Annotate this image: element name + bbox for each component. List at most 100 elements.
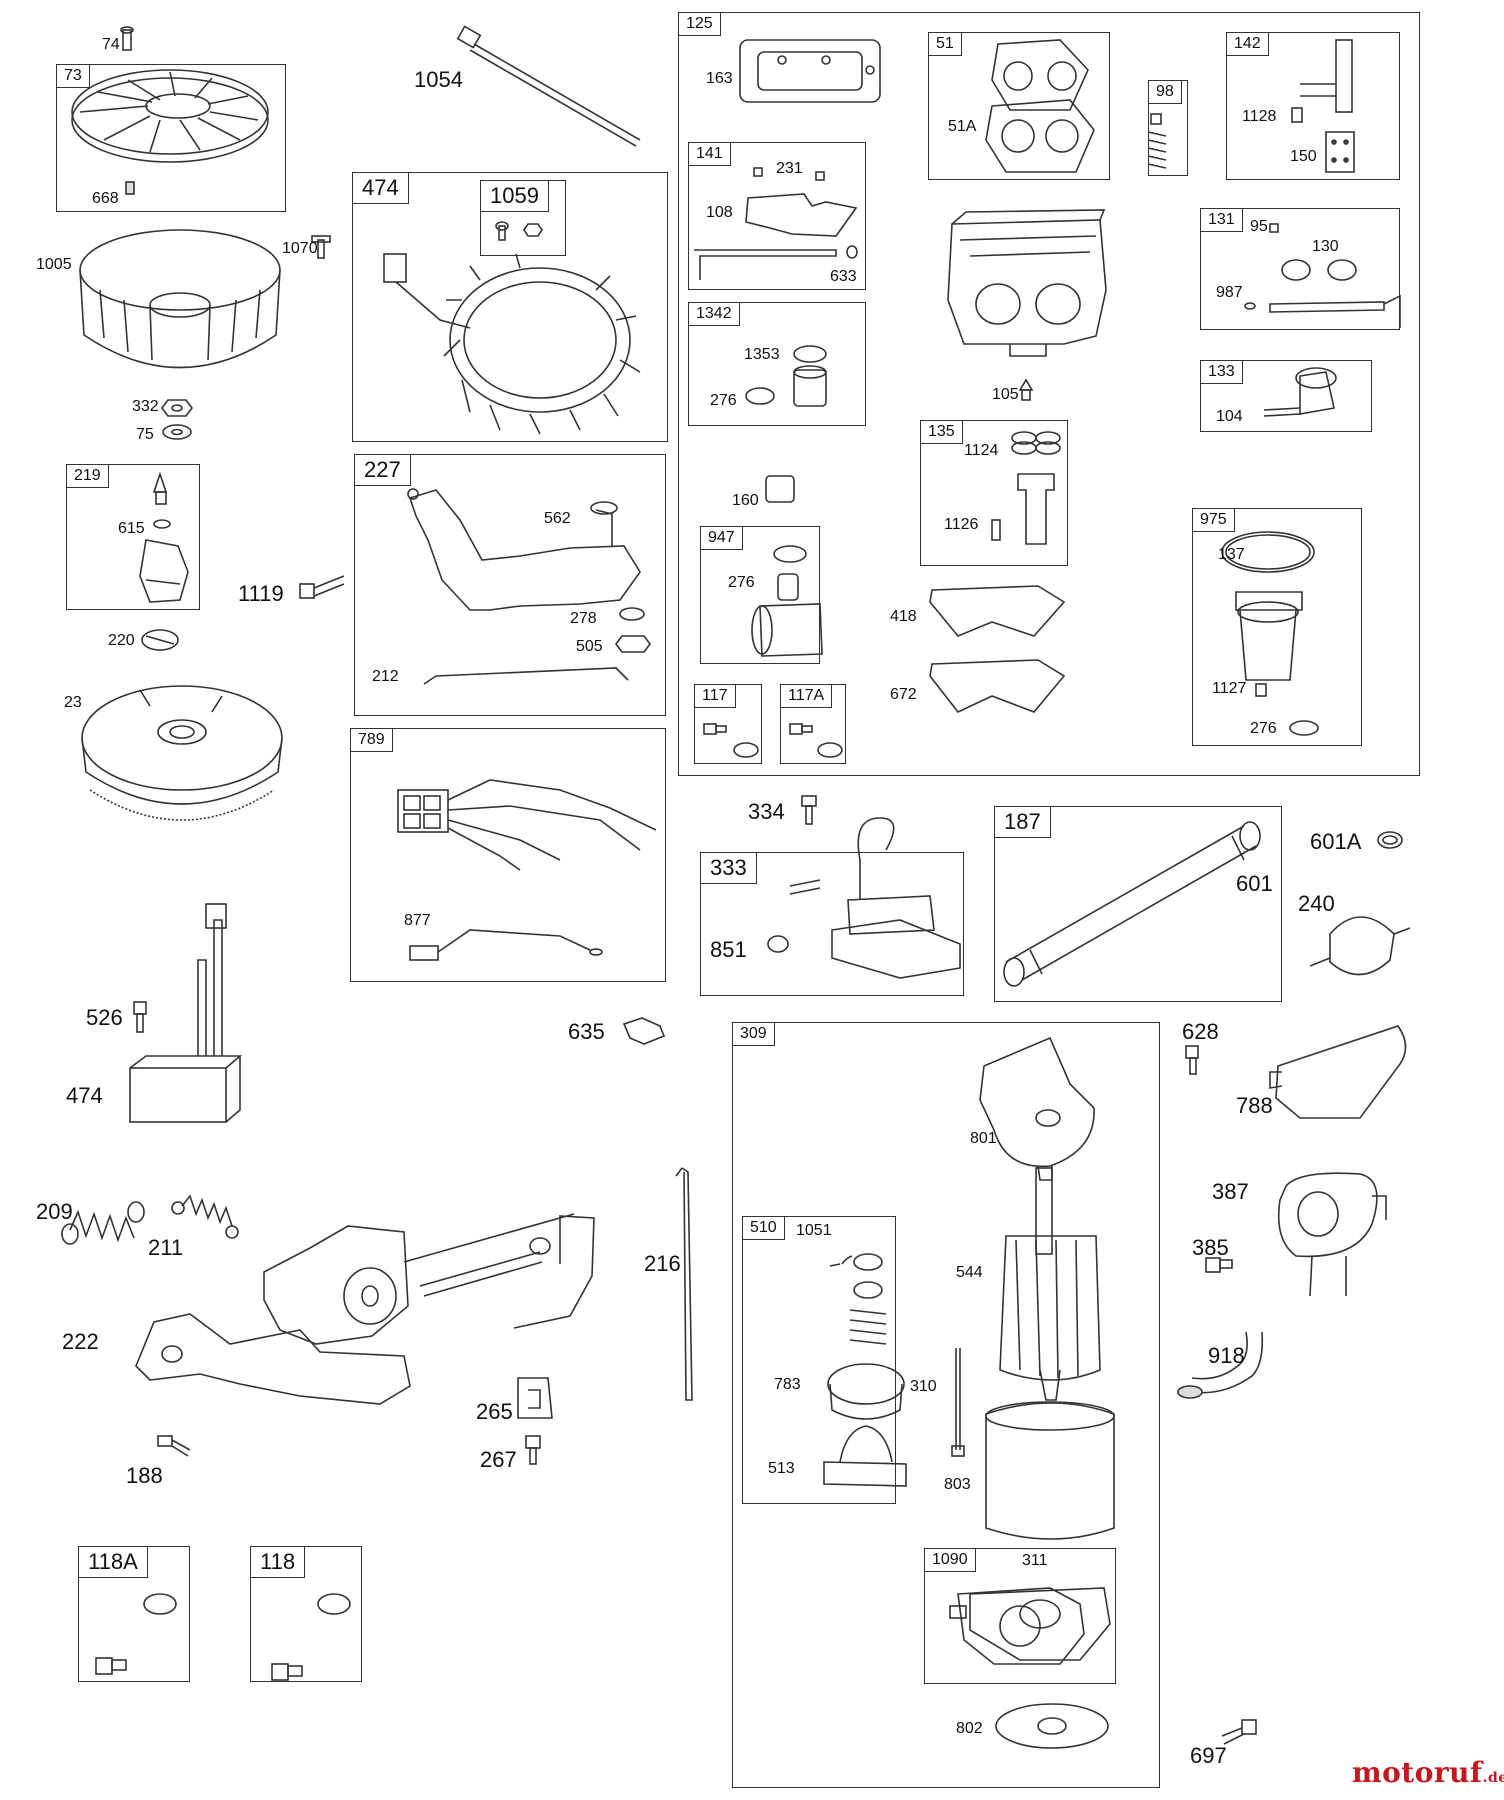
- solenoid-947-drawing: [751, 475, 823, 657]
- callout-803: 803: [944, 1476, 971, 1493]
- part-group-947-label: 947: [701, 527, 743, 550]
- elbow-635-drawing: [622, 1017, 666, 1045]
- callout-635: 635: [568, 1019, 605, 1044]
- callout-668: 668: [92, 190, 119, 207]
- callout-1124: 1124: [964, 442, 999, 459]
- part-group-975-label: 975: [1193, 509, 1235, 532]
- screw-74-drawing: [120, 26, 134, 51]
- part-group-309: 309: [732, 1022, 1160, 1788]
- callout-1051: 1051: [796, 1222, 832, 1239]
- callout-267: 267: [480, 1447, 517, 1472]
- part-group-118-label: 118: [251, 1547, 306, 1578]
- part-group-510: 510: [742, 1216, 896, 1504]
- callout-1353: 1353: [744, 346, 780, 363]
- callout-332: 332: [132, 398, 159, 415]
- watermark-tld: .de: [1482, 1770, 1504, 1786]
- screw-nut-1059-drawing: [495, 221, 543, 241]
- part-group-117a: 117A: [780, 684, 846, 764]
- gaskets-418-672-drawing: [929, 585, 1066, 713]
- callout-209: 209: [36, 1199, 73, 1224]
- callout-51a: 51A: [948, 118, 977, 135]
- part-group-219: 219: [66, 464, 200, 610]
- part-group-73: 73: [56, 64, 286, 212]
- part-group-118a-label: 118A: [79, 1547, 148, 1578]
- part-group-333-label: 333: [701, 853, 757, 884]
- callout-633: 633: [830, 268, 857, 285]
- part-group-1090: 1090: [924, 1548, 1116, 1684]
- part-group-131-label: 131: [1201, 209, 1243, 232]
- starter-motor-drawing: [951, 1036, 1115, 1749]
- wiring-harness-drawing: [397, 779, 657, 961]
- part-group-510-label: 510: [743, 1217, 785, 1240]
- callout-212: 212: [372, 668, 399, 685]
- callout-23: 23: [64, 694, 82, 711]
- part-group-1059: 1059: [480, 180, 566, 256]
- part-group-117: 117: [694, 684, 762, 764]
- callout-1126: 1126: [944, 516, 979, 533]
- callout-265: 265: [476, 1399, 513, 1424]
- callout-334: 334: [748, 799, 785, 824]
- part-group-789: 789: [350, 728, 666, 982]
- part-group-1059-label: 1059: [481, 181, 549, 212]
- throttle-plates-131-drawing: [1244, 223, 1401, 328]
- callout-601: 601: [1236, 871, 1273, 896]
- part-group-333: 333: [700, 852, 964, 996]
- choke-plate-142-drawing: [1291, 39, 1355, 173]
- callout-1128: 1128: [1242, 108, 1277, 125]
- callout-628: 628: [1182, 1019, 1219, 1044]
- part-group-142-label: 142: [1227, 33, 1269, 56]
- part-group-474-label: 474: [353, 173, 409, 204]
- flywheel-fan-drawing: [79, 229, 331, 369]
- part-group-142: 142: [1226, 32, 1400, 180]
- flywheel-drawing: [81, 685, 283, 821]
- callout-137: 137: [1218, 546, 1245, 563]
- callout-160: 160: [732, 492, 759, 509]
- callout-851: 851: [710, 937, 747, 962]
- key-220-drawing: [141, 629, 179, 651]
- part-group-227: 227: [354, 454, 666, 716]
- callout-278: 278: [570, 610, 597, 627]
- carburetor-body-drawing: [947, 209, 1107, 401]
- callout-1127: 1127: [1212, 680, 1247, 697]
- callout-220: 220: [108, 632, 135, 649]
- callout-788: 788: [1236, 1093, 1273, 1118]
- drain-plug-118-drawing: [95, 1593, 351, 1681]
- watermark-name: motoruf: [1352, 1756, 1483, 1789]
- part-group-135-label: 135: [921, 421, 963, 444]
- drain-screw-117-drawing: [703, 723, 843, 758]
- callout-877: 877: [404, 912, 431, 929]
- part-group-131: 131: [1200, 208, 1400, 330]
- part-group-51: 51: [928, 32, 1110, 180]
- throttle-shaft-141-drawing: [694, 167, 858, 280]
- callout-276-b: 276: [728, 574, 755, 591]
- governor-control-drawing: [407, 488, 651, 685]
- fuel-bowl-975-drawing: [1221, 531, 1319, 736]
- callout-95: 95: [1250, 218, 1268, 235]
- watermark-logo: motoruf.de: [1352, 1756, 1504, 1789]
- callout-150: 150: [1290, 148, 1317, 165]
- part-group-117-label: 117: [695, 685, 736, 708]
- part-group-309-label: 309: [733, 1023, 775, 1046]
- part-group-118: 118: [250, 1546, 362, 1682]
- alternator-stator-drawing: [383, 253, 641, 435]
- callout-418: 418: [890, 608, 917, 625]
- callout-505: 505: [576, 638, 603, 655]
- callout-188: 188: [126, 1463, 163, 1488]
- fuel-pump-drawing: [1177, 1172, 1387, 1399]
- callout-513: 513: [768, 1460, 795, 1477]
- part-group-117a-label: 117A: [781, 685, 833, 708]
- callout-211: 211: [148, 1235, 184, 1260]
- part-group-947: 947: [700, 526, 820, 664]
- clips-screws-drawing: [157, 1377, 553, 1465]
- callout-562: 562: [544, 510, 571, 527]
- part-group-98-label: 98: [1149, 81, 1182, 104]
- fuel-filter-drawing: [1309, 831, 1411, 976]
- callout-918: 918: [1208, 1343, 1245, 1368]
- callout-802: 802: [956, 1720, 983, 1737]
- part-group-219-label: 219: [67, 465, 109, 488]
- callout-163: 163: [706, 70, 733, 87]
- bracket-788-drawing: [1185, 1025, 1407, 1119]
- callout-1070: 1070: [282, 240, 318, 257]
- blower-screen-drawing: [71, 69, 269, 195]
